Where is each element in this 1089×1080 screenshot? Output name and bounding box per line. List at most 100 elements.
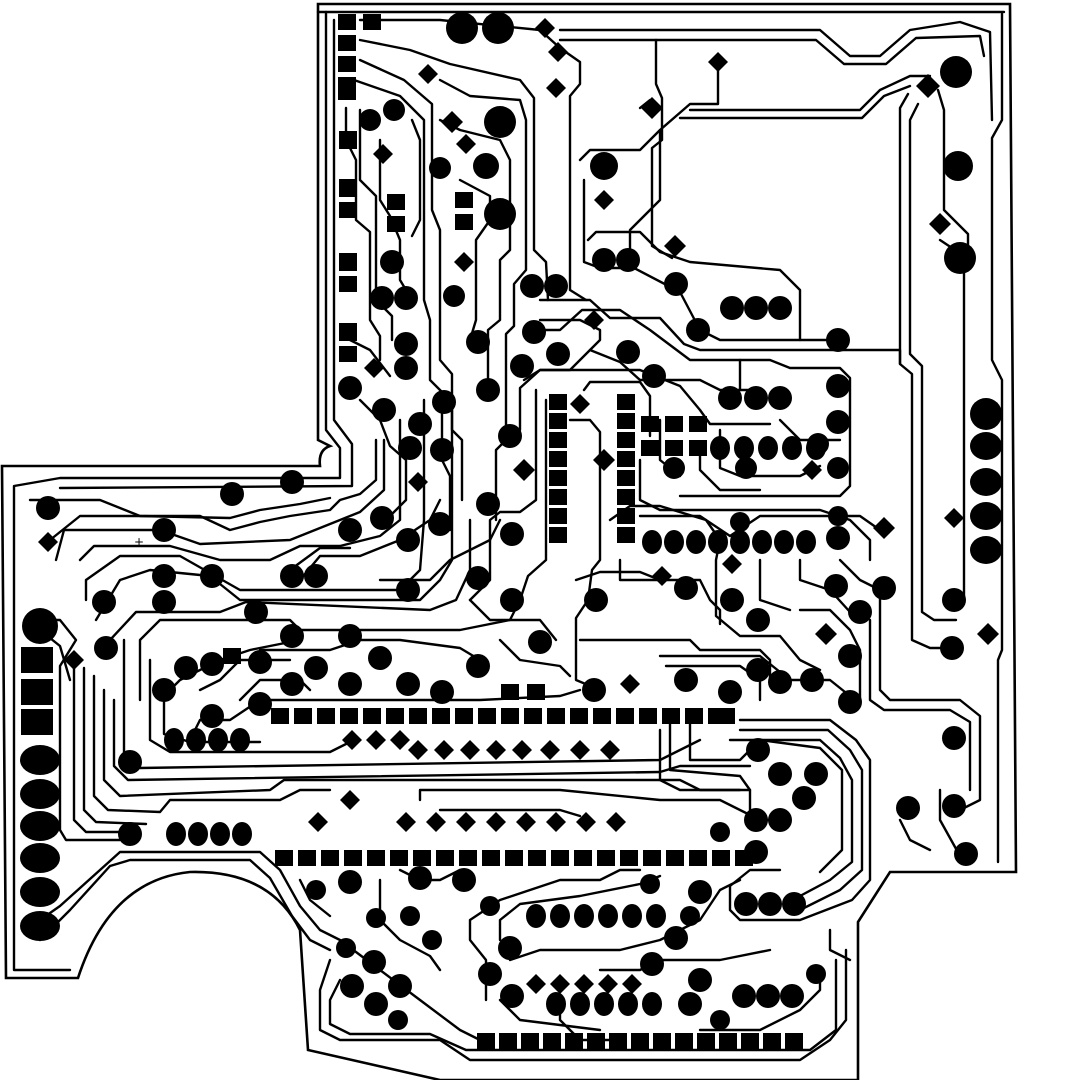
round-pad bbox=[582, 678, 606, 702]
round-pad bbox=[718, 386, 742, 410]
oval-pad bbox=[210, 822, 230, 846]
round-pad bbox=[510, 354, 534, 378]
round-pad bbox=[473, 153, 499, 179]
square-pad bbox=[617, 470, 635, 486]
oval-pad bbox=[594, 992, 614, 1016]
square-pad bbox=[317, 708, 335, 724]
round-pad bbox=[940, 636, 964, 660]
round-pad bbox=[768, 670, 792, 694]
round-pad bbox=[592, 248, 616, 272]
round-pad bbox=[152, 564, 176, 588]
diamond-pad bbox=[418, 64, 438, 84]
oval-pad bbox=[570, 992, 590, 1016]
round-pad bbox=[500, 522, 524, 546]
round-pad bbox=[780, 984, 804, 1008]
square-pad bbox=[21, 679, 53, 705]
diamond-pad bbox=[873, 517, 895, 539]
round-pad bbox=[686, 318, 710, 342]
round-pad bbox=[432, 390, 456, 414]
diamond-pad bbox=[441, 111, 463, 133]
square-pad bbox=[549, 470, 567, 486]
square-pad bbox=[294, 708, 312, 724]
round-pad bbox=[280, 624, 304, 648]
round-pad bbox=[396, 672, 420, 696]
diamond-pad bbox=[390, 730, 410, 750]
round-pad bbox=[616, 248, 640, 272]
round-pad bbox=[429, 157, 451, 179]
round-pad bbox=[584, 588, 608, 612]
oval-pad bbox=[188, 822, 208, 846]
diamond-pad bbox=[540, 740, 560, 760]
round-pad bbox=[807, 433, 829, 455]
oval-pad bbox=[186, 728, 206, 752]
square-pad bbox=[617, 394, 635, 410]
round-pad bbox=[664, 272, 688, 296]
round-pad bbox=[746, 658, 770, 682]
square-pad bbox=[339, 131, 357, 149]
oval-pad bbox=[20, 877, 60, 907]
square-pad bbox=[455, 192, 473, 208]
diamond-pad bbox=[342, 730, 362, 750]
square-pad bbox=[338, 14, 356, 30]
round-pad bbox=[498, 936, 522, 960]
square-pad bbox=[785, 1033, 803, 1051]
round-pad bbox=[498, 424, 522, 448]
round-pad bbox=[118, 822, 142, 846]
round-pad bbox=[476, 378, 500, 402]
square-pad bbox=[593, 708, 611, 724]
oval-pad bbox=[970, 536, 1002, 564]
round-pad bbox=[943, 151, 973, 181]
round-pad bbox=[804, 762, 828, 786]
round-pad bbox=[220, 482, 244, 506]
round-pad bbox=[710, 822, 730, 842]
round-pad bbox=[940, 56, 972, 88]
oval-pad bbox=[550, 904, 570, 928]
square-pad bbox=[617, 451, 635, 467]
square-pad bbox=[340, 708, 358, 724]
round-pad bbox=[970, 398, 1002, 430]
square-pad bbox=[609, 1033, 627, 1051]
square-pad bbox=[689, 416, 707, 432]
diamond-pad bbox=[408, 472, 428, 492]
round-pad bbox=[616, 340, 640, 364]
round-pad bbox=[338, 518, 362, 542]
oval-pad bbox=[642, 992, 662, 1016]
diamond-pad bbox=[815, 623, 837, 645]
round-pad bbox=[304, 564, 328, 588]
square-pad bbox=[597, 850, 615, 866]
round-pad bbox=[758, 892, 782, 916]
diamond-pad bbox=[916, 74, 940, 98]
round-pad bbox=[735, 457, 757, 479]
round-pad bbox=[720, 588, 744, 612]
square-pad bbox=[689, 850, 707, 866]
round-pad bbox=[338, 672, 362, 696]
diamond-pad bbox=[396, 812, 416, 832]
round-pad bbox=[336, 938, 356, 958]
round-pad bbox=[466, 566, 490, 590]
square-pad bbox=[21, 647, 53, 673]
round-pad bbox=[640, 874, 660, 894]
diamond-pad bbox=[622, 974, 642, 994]
round-pad bbox=[824, 574, 848, 598]
round-pad bbox=[304, 656, 328, 680]
round-pad bbox=[94, 636, 118, 660]
oval-pad bbox=[166, 822, 186, 846]
round-pad bbox=[466, 330, 490, 354]
square-pad bbox=[665, 416, 683, 432]
diamond-pad bbox=[38, 532, 58, 552]
round-pad bbox=[446, 12, 478, 44]
square-pad bbox=[339, 179, 357, 197]
square-pad bbox=[477, 1033, 495, 1051]
round-pad bbox=[522, 320, 546, 344]
square-pad bbox=[409, 708, 427, 724]
oval-pad bbox=[970, 468, 1002, 496]
oval-pad bbox=[20, 779, 60, 809]
square-pad bbox=[298, 850, 316, 866]
oval-pad bbox=[642, 530, 662, 554]
diamond-pad bbox=[548, 42, 568, 62]
square-pad bbox=[662, 708, 680, 724]
diamond-pad bbox=[486, 812, 506, 832]
oval-pad bbox=[208, 728, 228, 752]
square-pad bbox=[717, 708, 735, 724]
diamond-pad bbox=[929, 213, 951, 235]
